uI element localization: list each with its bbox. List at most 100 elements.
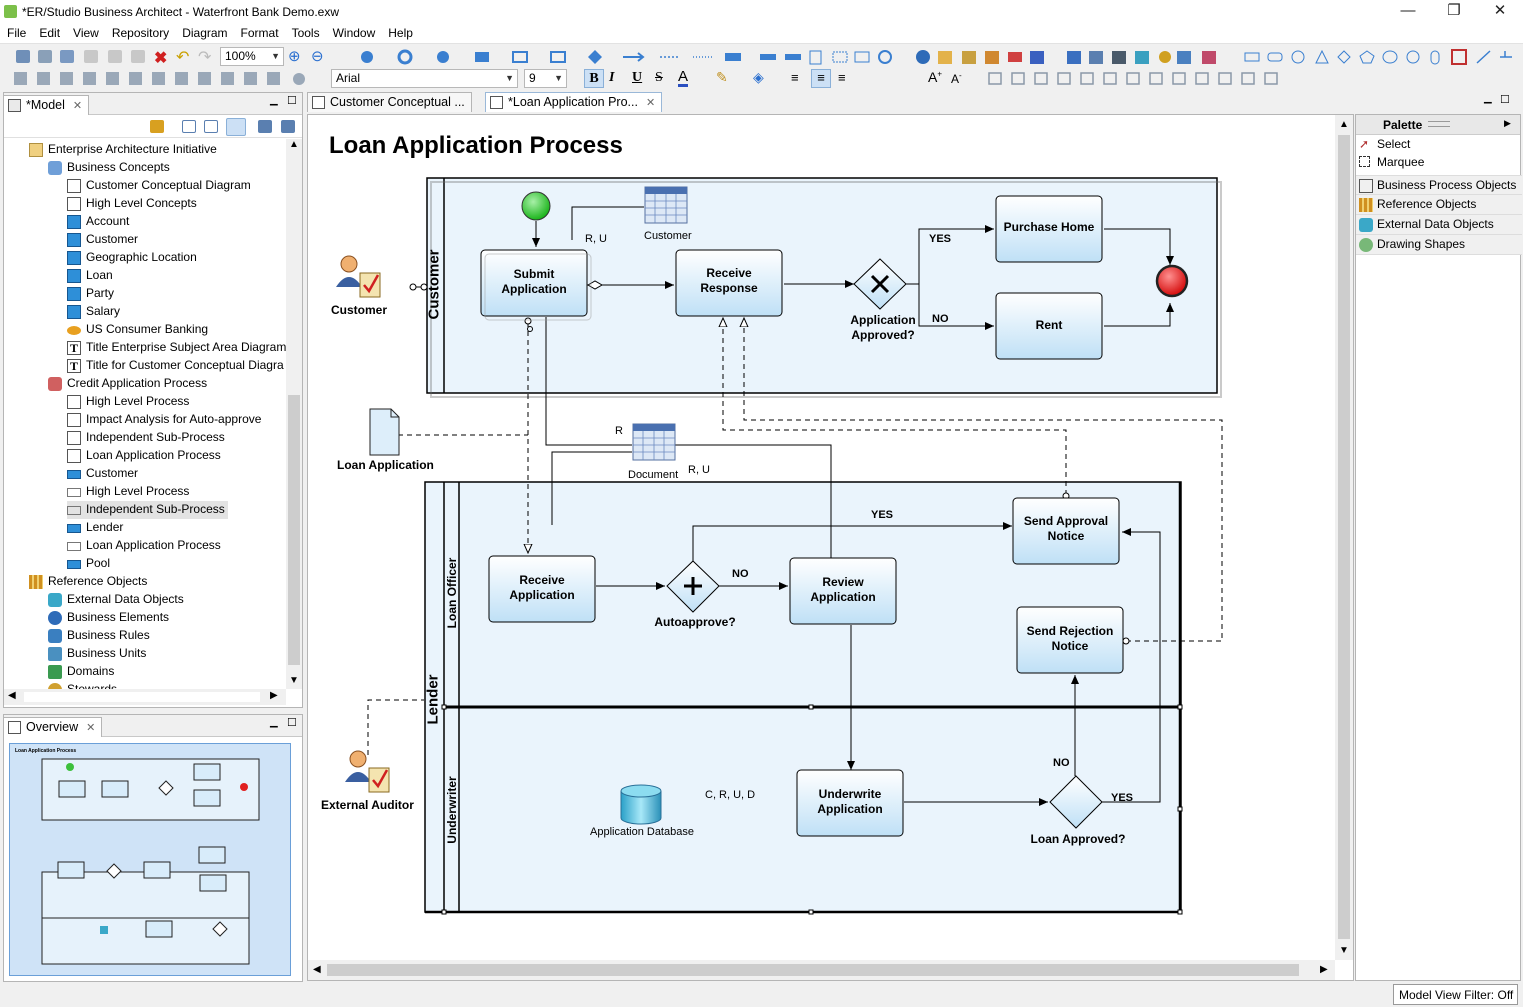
align-tools[interactable] [14, 70, 314, 88]
minimize-button[interactable]: — [1400, 2, 1416, 19]
print-icon[interactable] [38, 50, 52, 63]
menu-tools[interactable]: Tools [291, 26, 320, 40]
data-object-document[interactable] [632, 423, 676, 461]
scroll-thumb[interactable] [327, 964, 1299, 976]
cut-icon[interactable] [84, 50, 98, 63]
copy-icon[interactable] [108, 50, 122, 63]
task-send-rejection-notice[interactable] [1016, 606, 1124, 674]
redo-icon[interactable]: ↷ [198, 49, 212, 66]
task-submit-application[interactable] [480, 249, 592, 321]
gateway-loan-approved[interactable] [1049, 775, 1103, 829]
maximize-button[interactable]: ❐ [1447, 2, 1461, 19]
undo-icon[interactable]: ↶ [176, 49, 190, 66]
chevron-down-icon[interactable]: ▼ [289, 675, 299, 686]
font-size-select[interactable]: 9▼ [524, 69, 567, 88]
gateway-autoapprove[interactable] [666, 560, 720, 613]
minimize-panel-icon[interactable]: ▁ [270, 717, 278, 728]
tab-overview[interactable]: Overview✕ [3, 717, 103, 737]
sync-icon[interactable] [150, 120, 164, 133]
scroll-thumb[interactable] [1338, 135, 1350, 939]
tab-model[interactable]: *Model✕ [3, 95, 90, 115]
actor-customer-icon[interactable] [336, 255, 417, 298]
export-icon[interactable] [60, 50, 74, 63]
actor-auditor-icon[interactable] [345, 750, 390, 793]
menu-repository[interactable]: Repository [111, 26, 170, 40]
paste-icon[interactable] [131, 50, 145, 63]
chevron-up-icon[interactable]: ▲ [1339, 119, 1349, 130]
strikethrough-icon[interactable]: S [655, 70, 663, 85]
chevron-right-icon[interactable]: ▶ [270, 690, 278, 701]
expand-all-icon[interactable] [204, 120, 218, 133]
menu-format[interactable]: Format [240, 26, 279, 40]
menu-help[interactable]: Help [388, 26, 413, 40]
align-left-icon[interactable]: ≡ [791, 70, 799, 85]
task-receive-response[interactable] [675, 249, 783, 317]
align-center-icon[interactable]: ≡ [811, 69, 831, 88]
data-object-customer[interactable] [644, 186, 688, 224]
menu-file[interactable]: File [7, 26, 27, 40]
start-event[interactable] [521, 191, 551, 221]
model-view-filter[interactable]: Model View Filter: Off [1393, 984, 1518, 1005]
palette-drawer-drawing-shapes[interactable]: Drawing Shapes [1356, 235, 1522, 255]
link-editor-icon[interactable] [226, 118, 246, 136]
chevron-right-icon[interactable]: ▶ [1504, 118, 1511, 128]
italic-icon[interactable]: I [609, 70, 615, 85]
end-event[interactable] [1155, 264, 1189, 298]
tree-item[interactable]: Independent Sub-Process [67, 501, 228, 519]
scroll-thumb[interactable] [288, 395, 300, 665]
tree-scrollbar-h[interactable]: ◀ ▶ [4, 689, 286, 705]
task-purchase-home[interactable] [995, 195, 1103, 263]
save-icon[interactable] [16, 50, 30, 63]
scroll-thumb[interactable] [24, 692, 260, 702]
menu-edit[interactable]: Edit [39, 26, 61, 40]
maximize-editor-icon[interactable]: ☐ [1500, 94, 1510, 106]
view-menu-icon[interactable] [281, 120, 295, 133]
underline-icon[interactable]: U [632, 70, 643, 85]
palette-select[interactable]: ➚Select [1356, 135, 1522, 155]
maximize-panel-icon[interactable]: ☐ [287, 95, 297, 107]
grow-font-icon[interactable]: A+ [928, 69, 943, 85]
tab-customer-conceptual[interactable]: Customer Conceptual ... [307, 92, 472, 112]
chevron-left-icon[interactable]: ◀ [8, 690, 16, 701]
chevron-left-icon[interactable]: ◀ [313, 964, 321, 975]
font-color-icon[interactable]: A [678, 68, 689, 87]
delete-icon[interactable]: ✖ [154, 50, 168, 67]
palette-drawer-reference[interactable]: Reference Objects [1356, 195, 1522, 215]
canvas-scrollbar-h[interactable]: ◀ ▶ [308, 960, 1335, 980]
palette-marquee[interactable]: Marquee [1356, 153, 1522, 173]
canvas-scrollbar-v[interactable]: ▲ ▼ [1335, 115, 1353, 960]
diagram-canvas[interactable]: Loan Application Process [307, 114, 1354, 981]
palette-drawer-business-process[interactable]: Business Process Objects [1356, 175, 1522, 195]
menu-view[interactable]: View [73, 26, 99, 40]
shrink-font-icon[interactable]: A- [951, 71, 962, 86]
task-underwrite-application[interactable] [796, 769, 904, 837]
object-tools[interactable] [912, 47, 1512, 67]
menu-diagram[interactable]: Diagram [182, 26, 228, 40]
zoom-select[interactable]: 100%▼ [220, 47, 284, 66]
database-application[interactable] [620, 784, 662, 825]
chevron-right-icon[interactable]: ▶ [1320, 964, 1328, 975]
filter-icon[interactable] [258, 120, 272, 133]
fill-color-icon[interactable]: ◈ [753, 69, 764, 85]
chevron-down-icon[interactable]: ▼ [1339, 945, 1349, 956]
tab-loan-application-process[interactable]: *Loan Application Pro...✕ [485, 92, 663, 112]
gateway-application-approved[interactable] [853, 258, 907, 310]
grip-icon[interactable] [1428, 121, 1450, 127]
drawing-tools[interactable] [355, 47, 895, 67]
collapse-all-icon[interactable] [182, 120, 196, 133]
task-rent[interactable] [995, 292, 1103, 360]
close-icon[interactable]: ✕ [645, 97, 656, 109]
font-family-select[interactable]: Arial▼ [331, 69, 518, 88]
close-icon[interactable]: ✕ [72, 100, 83, 112]
zoom-out-icon[interactable]: ⊖ [311, 48, 324, 65]
tree-scrollbar-v[interactable]: ▲ ▼ [286, 139, 302, 689]
minimize-panel-icon[interactable]: ▁ [270, 95, 278, 106]
palette-drawer-external-data[interactable]: External Data Objects [1356, 215, 1522, 235]
task-receive-application[interactable] [488, 555, 596, 623]
minimize-editor-icon[interactable]: ▁ [1484, 93, 1492, 104]
menu-window[interactable]: Window [332, 26, 376, 40]
overview-viewport[interactable]: Loan Application Process [9, 743, 291, 976]
bold-icon[interactable]: B [584, 69, 604, 88]
close-button[interactable]: ✕ [1493, 2, 1507, 19]
layout-tools[interactable] [988, 70, 1298, 88]
